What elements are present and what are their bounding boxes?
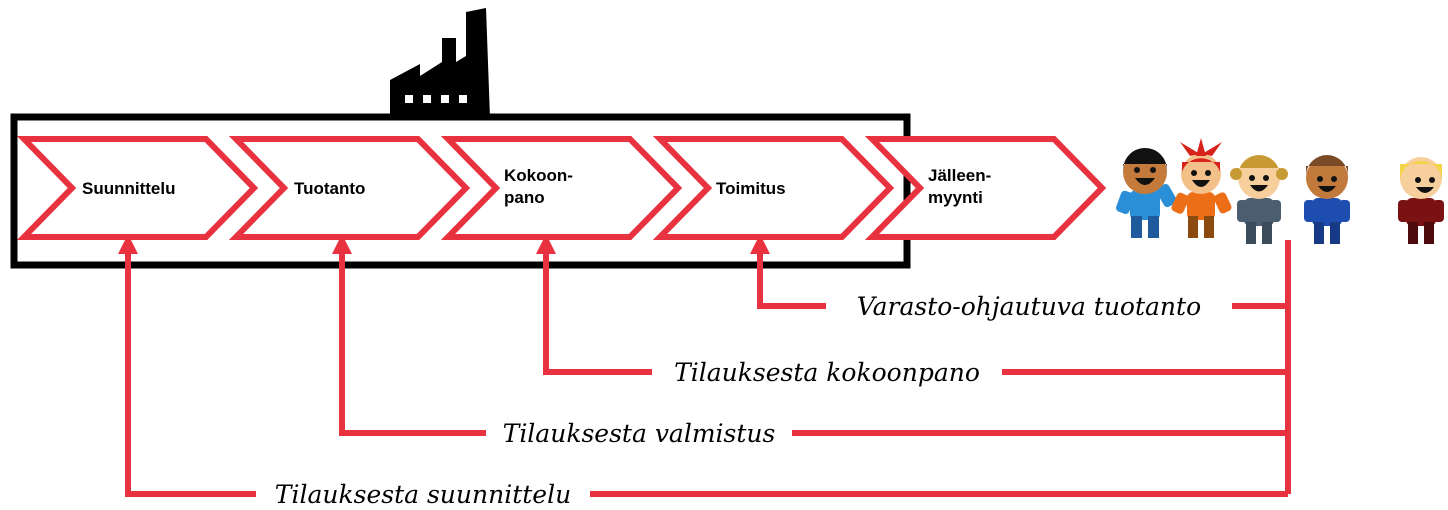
strategy-label: Varasto-ohjautuva tuotanto bbox=[857, 292, 1201, 321]
connector-line bbox=[339, 250, 486, 436]
step-label-line: Suunnittelu bbox=[82, 179, 175, 198]
factory-boundary bbox=[10, 113, 911, 269]
process-steps: Suunnittelu Tuotanto Kokoon- pano Toimit… bbox=[16, 136, 1107, 240]
step-label: Toimitus bbox=[716, 179, 786, 198]
step-tuotanto: Tuotanto bbox=[228, 136, 471, 240]
customer-icon bbox=[1398, 157, 1444, 244]
customer-icon bbox=[1230, 155, 1288, 244]
step-kokoonpano: Kokoon- pano bbox=[440, 136, 683, 240]
step-chevron bbox=[228, 136, 471, 240]
step-chevron bbox=[440, 136, 683, 240]
factory-icon bbox=[390, 8, 490, 118]
strategy-label: Tilauksesta kokoonpano bbox=[674, 358, 980, 387]
customers bbox=[1116, 138, 1444, 244]
arrowhead-icon bbox=[536, 234, 556, 254]
step-label-line: myynti bbox=[928, 188, 983, 207]
order-lines: Varasto-ohjautuva tuotanto Tilauksesta k… bbox=[118, 234, 1291, 509]
step-chevron bbox=[652, 136, 895, 240]
customer-icon bbox=[1304, 155, 1350, 244]
strategy-ato: Tilauksesta kokoonpano bbox=[536, 234, 1288, 387]
step-label-line: Kokoon- bbox=[504, 166, 573, 185]
step-label: Suunnittelu bbox=[82, 179, 175, 198]
arrowhead-icon bbox=[750, 234, 770, 254]
strategy-mts: Varasto-ohjautuva tuotanto bbox=[750, 234, 1288, 321]
customer-icon bbox=[1116, 148, 1177, 238]
step-suunnittelu: Suunnittelu bbox=[16, 136, 259, 240]
step-jalleenmyynti: Jälleen- myynti bbox=[864, 136, 1107, 240]
strategy-eto: Tilauksesta suunnittelu bbox=[118, 234, 1288, 509]
connector-line bbox=[125, 250, 256, 497]
arrowhead-icon bbox=[332, 234, 352, 254]
step-label: Tuotanto bbox=[294, 179, 365, 198]
strategy-mto: Tilauksesta valmistus bbox=[332, 234, 1288, 448]
arrowhead-icon bbox=[118, 234, 138, 254]
step-label-line: pano bbox=[504, 188, 545, 207]
step-label-line: Toimitus bbox=[716, 179, 786, 198]
strategy-label: Tilauksesta valmistus bbox=[503, 419, 776, 448]
connector-line bbox=[543, 250, 652, 375]
step-chevron bbox=[864, 136, 1107, 240]
customer-icon bbox=[1171, 138, 1232, 238]
step-chevron bbox=[16, 136, 259, 240]
step-toimitus: Toimitus bbox=[652, 136, 895, 240]
step-label: Jälleen- myynti bbox=[928, 166, 996, 207]
step-label-line: Jälleen- bbox=[928, 166, 991, 185]
step-label: Kokoon- pano bbox=[504, 166, 578, 207]
connector-line bbox=[757, 250, 826, 309]
strategy-label: Tilauksesta suunnittelu bbox=[275, 480, 571, 509]
step-label-line: Tuotanto bbox=[294, 179, 365, 198]
